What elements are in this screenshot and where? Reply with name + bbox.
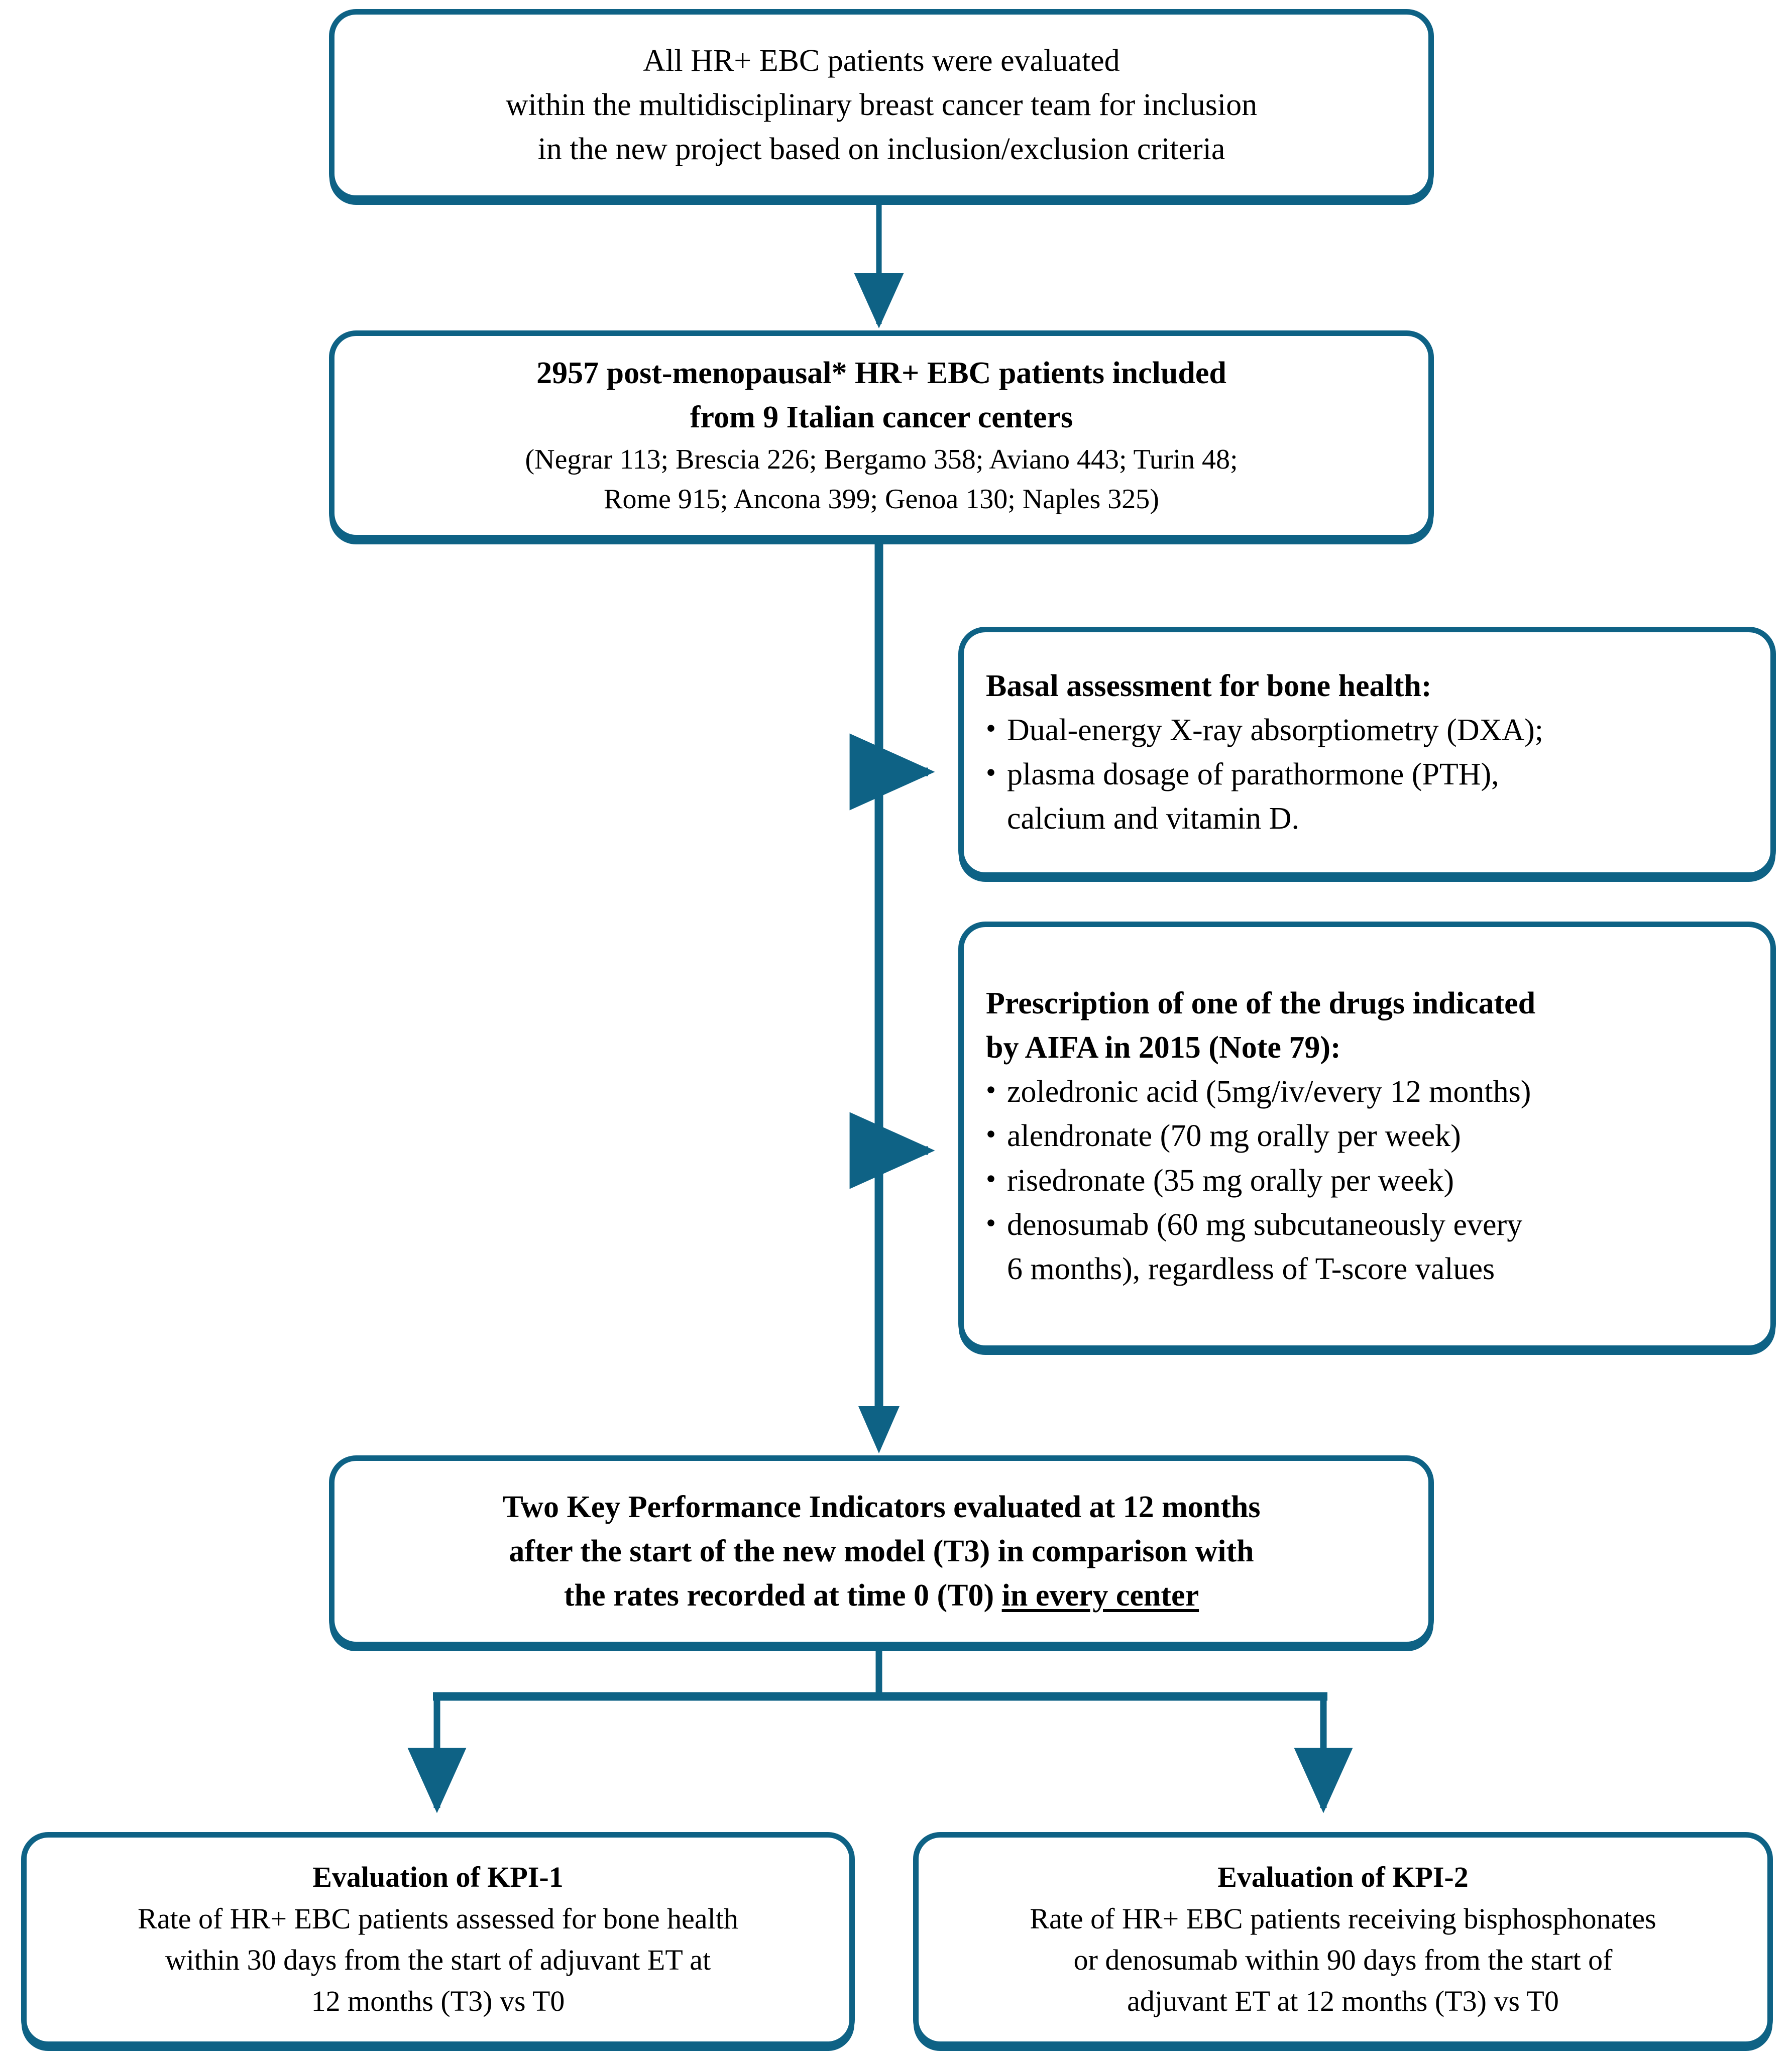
basal-bullet-1-line-1: Dual-energy X-ray absorptiometry (DXA); — [1007, 713, 1544, 747]
screening-line-1: All HR+ EBC patients were evaluated — [643, 43, 1120, 78]
bullet-point-icon: • — [986, 1118, 996, 1151]
prescription-bullet-3: • risedronate (35 mg orally per week) — [986, 1159, 1454, 1203]
basal-bullet-1: • Dual-energy X-ray absorptiometry (DXA)… — [986, 708, 1543, 752]
bullet-point-icon: • — [986, 1074, 996, 1106]
kpi2-title: Evaluation of KPI-2 — [1217, 1861, 1469, 1894]
basal-bullet-2-line-2: calcium and vitamin D. — [1007, 802, 1299, 836]
included-detail-2: Rome 915; Ancona 399; Genoa 130; Naples … — [604, 484, 1159, 515]
kpi1-line-3: 12 months (T3) vs T0 — [311, 1985, 565, 2018]
included-headline-2: from 9 Italian cancer centers — [690, 400, 1073, 435]
bullet-point-icon: • — [986, 1207, 996, 1239]
basal-bullet-2: • plasma dosage of parathormone (PTH), c… — [986, 752, 1499, 841]
kpis-line-3-underlined: in every center — [1001, 1578, 1199, 1613]
prescription-bullet-3-line-1: risedronate (35 mg orally per week) — [1007, 1163, 1454, 1198]
prescription-bullet-2: • alendronate (70 mg orally per week) — [986, 1114, 1461, 1158]
prescription-bullet-4-line-2: 6 months), regardless of T-score values — [1007, 1251, 1495, 1286]
connector-trunk-arrowhead — [858, 1406, 900, 1453]
kpi2-line-2: or denosumab within 90 days from the sta… — [1073, 1944, 1613, 1976]
basal-bullet-2-line-1: plasma dosage of parathormone (PTH), — [1007, 757, 1499, 791]
prescription-bullet-4: • denosumab (60 mg subcutaneously every … — [986, 1203, 1522, 1291]
prescription-title-1: Prescription of one of the drugs indicat… — [986, 986, 1536, 1021]
included-headline-1: 2957 post-menopausal* HR+ EBC patients i… — [536, 356, 1226, 391]
node-prescription[interactable]: Prescription of one of the drugs indicat… — [958, 922, 1776, 1351]
bullet-point-icon: • — [986, 757, 996, 788]
prescription-bullet-2-line-1: alendronate (70 mg orally per week) — [1007, 1119, 1461, 1154]
kpi2-line-1: Rate of HR+ EBC patients receiving bisph… — [1030, 1902, 1656, 1935]
prescription-bullet-1-line-1: zoledronic acid (5mg/iv/every 12 months) — [1007, 1075, 1531, 1109]
node-kpi-2[interactable]: Evaluation of KPI-2 Rate of HR+ EBC pati… — [913, 1832, 1773, 2047]
node-screening[interactable]: All HR+ EBC patients were evaluated with… — [329, 9, 1434, 201]
node-kpi-definition[interactable]: Two Key Performance Indicators evaluated… — [329, 1455, 1434, 1647]
kpi1-line-2: within 30 days from the start of adjuvan… — [165, 1944, 711, 1976]
screening-line-2: within the multidisciplinary breast canc… — [505, 87, 1258, 122]
prescription-title-2: by AIFA in 2015 (Note 79): — [986, 1031, 1341, 1065]
kpi1-line-1: Rate of HR+ EBC patients assessed for bo… — [138, 1902, 738, 1935]
node-included-patients[interactable]: 2957 post-menopausal* HR+ EBC patients i… — [329, 330, 1434, 540]
prescription-bullet-1: • zoledronic acid (5mg/iv/every 12 month… — [986, 1070, 1531, 1114]
prescription-bullet-4-line-1: denosumab (60 mg subcutaneously every — [1007, 1207, 1523, 1242]
basal-title: Basal assessment for bone health: — [986, 668, 1432, 703]
kpi2-line-3: adjuvant ET at 12 months (T3) vs T0 — [1127, 1985, 1559, 2018]
kpis-line-3: the rates recorded at time 0 (T0) in eve… — [564, 1573, 1199, 1618]
kpis-line-2: after the start of the new model (T3) in… — [509, 1534, 1254, 1568]
kpis-line-1: Two Key Performance Indicators evaluated… — [502, 1490, 1261, 1524]
included-detail-1: (Negrar 113; Brescia 226; Bergamo 358; A… — [525, 443, 1238, 475]
bullet-point-icon: • — [986, 712, 996, 744]
bullet-point-icon: • — [986, 1163, 996, 1195]
kpis-line-3-plain: the rates recorded at time 0 (T0) — [564, 1578, 1002, 1613]
kpi1-title: Evaluation of KPI-1 — [312, 1861, 564, 1894]
screening-line-3: in the new project based on inclusion/ex… — [537, 132, 1225, 167]
node-kpi-1[interactable]: Evaluation of KPI-1 Rate of HR+ EBC pati… — [21, 1832, 855, 2047]
node-basal-assessment[interactable]: Basal assessment for bone health: • Dual… — [958, 627, 1776, 878]
